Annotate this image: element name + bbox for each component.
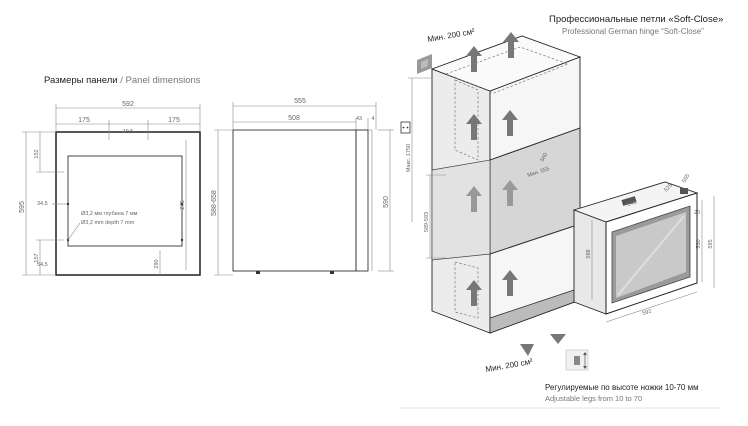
appliance-525-label: 525 (663, 183, 674, 194)
side-d1-label: 43 (356, 116, 362, 122)
airflow-arrows (466, 32, 566, 356)
legs-caption-ru: Регулируемые по высоте ножки 10-70 мм (545, 383, 699, 392)
hole-note-ru: Ø3,2 мм глубина 7 мм (81, 211, 138, 217)
hinge-title-ru: Профессиональные петли «Soft-Close» (549, 14, 723, 25)
adjustable-leg-icon (565, 349, 589, 371)
front-bottom-right-label: 290 (154, 259, 160, 268)
front-right-hole-label: 275 (180, 200, 186, 209)
front-height-label: 595 (19, 201, 26, 213)
appliance-depth-label: 555 (682, 173, 692, 184)
side-total-width-label: 555 (294, 98, 306, 105)
hole-note-en: Ø3,2 mm depth 7 mm (81, 220, 135, 226)
appliance-592-label: 592 (642, 308, 653, 316)
side-height-label: 590 (383, 196, 390, 208)
panel-dimensions-title: Размеры панели / Panel dimensions (44, 75, 201, 86)
appliance-dimensions: 545 555 525 20 588 530 595 592 (586, 173, 715, 323)
niche-range-label: 589-593 (424, 212, 430, 232)
side-depth-label: 508 (288, 115, 300, 122)
side-panel-view: 555 508 43 4 588-658 590 (211, 98, 394, 276)
front-panel-view: 592 175 49,5 175 595 152 157 34,5 54,5 2… (19, 101, 201, 276)
front-left-margin-label: 175 (78, 117, 90, 124)
legs-caption-en: Adjustable legs from 10 to 70 (545, 394, 642, 403)
front-top-offset-label: 152 (34, 149, 40, 158)
side-panel-body (232, 129, 357, 272)
cabinet-tower (430, 35, 582, 334)
wine-cooler-appliance (572, 181, 699, 315)
front-panel-outline (55, 131, 201, 276)
power-socket-icon (400, 121, 411, 134)
min-top-label: Мин. 200 см² (427, 27, 476, 44)
front-left-hole-label: 34,5 (37, 201, 48, 207)
front-right-margin-label: 175 (168, 117, 180, 124)
min-bottom-label: Мин. 200 см² (485, 357, 534, 374)
appliance-588-label: 588 (586, 249, 592, 258)
front-panel-inner-window (67, 155, 183, 247)
max-height-label: Макс. 1750 (406, 144, 412, 172)
niche-560-label: 560 (540, 152, 550, 163)
appliance-20-label: 20 (694, 210, 700, 216)
side-height-range-label: 588-658 (211, 190, 218, 216)
hinge-title-en: Professional German hinge “Soft-Close” (562, 27, 704, 36)
vent-grille-icon (417, 54, 432, 74)
front-bottom-offset-label: 157 (34, 253, 40, 262)
front-bottom-hole-label: 54,5 (37, 262, 48, 268)
front-center-label: 49,5 (123, 129, 134, 135)
appliance-595-label: 595 (708, 239, 714, 248)
front-width-label: 592 (122, 101, 134, 108)
appliance-width-label: 545 (627, 199, 638, 207)
side-d2-label: 4 (371, 116, 374, 122)
side-door-thickness (355, 129, 369, 272)
appliance-530-label: 530 (696, 239, 702, 248)
